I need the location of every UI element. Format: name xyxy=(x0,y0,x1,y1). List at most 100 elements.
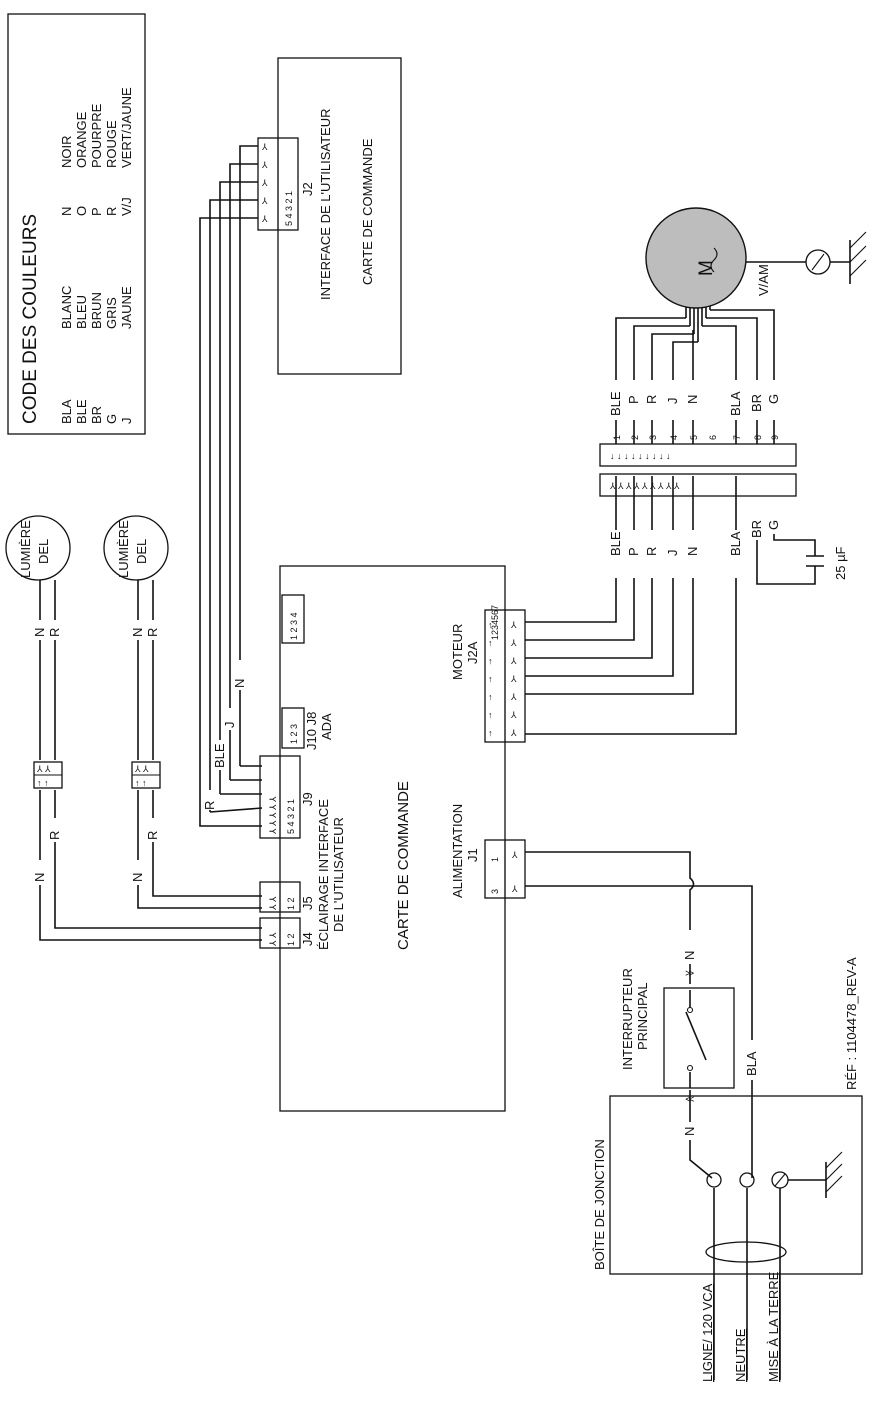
harness-wire-r xyxy=(209,199,258,812)
moteur-label: MOTEUR xyxy=(450,624,465,680)
motor-wire-label-right: N xyxy=(685,395,700,404)
motor-connector-socket xyxy=(599,443,797,467)
ui-board-line-2: CARTE DE COMMANDE xyxy=(360,138,375,285)
light-2-n-top: N xyxy=(130,628,145,637)
junction-box: BOÎTE DE JONCTION LIGNE/ 120 VCA NEUTRE … xyxy=(592,1095,863,1382)
motor-wire-label-left: N xyxy=(685,547,700,556)
control-board: CARTE DE COMMANDE ⅄ ⅄ 1 2 ⅄ ⅄ 1 2 J4 J5 … xyxy=(259,565,526,1112)
motor-pin: 4 xyxy=(669,435,679,440)
light-1-wire-r xyxy=(54,580,262,929)
junction-box-frame xyxy=(609,1095,863,1275)
svg-text:⅄: ⅄ xyxy=(510,728,517,738)
j4j5-caption-1: ÉCLAIRAGE INTERFACE xyxy=(316,799,331,950)
j4j5-caption-2: DE L'UTILISATEUR xyxy=(331,817,346,932)
motor-wire-label-right: J xyxy=(665,398,680,405)
cable-clamp xyxy=(705,1241,787,1263)
light-2-r-bottom: R xyxy=(145,831,160,840)
led-light-1-circle xyxy=(5,515,71,581)
capacitor-label: 25 µF xyxy=(833,546,848,580)
motor-wire-label-left: P xyxy=(626,547,641,556)
ui-board-line-1: INTERFACE DE L'UTILISATEUR xyxy=(318,109,333,301)
motor-pin: 3 xyxy=(648,435,658,440)
j1-label: J1 xyxy=(465,848,480,862)
motor-connector-plug xyxy=(599,473,797,497)
j1-pin-3: 3 xyxy=(490,889,500,894)
harness-label-ble: BLE xyxy=(212,743,227,768)
connector-j8 xyxy=(281,594,305,644)
motor-wire-label-left: J xyxy=(665,550,680,557)
motor-wire-label-left: BLE xyxy=(608,531,623,556)
legend-name2-5: VERT/JAUNE xyxy=(119,87,134,168)
motor-pin: 5 xyxy=(689,435,699,440)
j5-label: J5 xyxy=(300,896,315,910)
connector-j4-pins: 1 2 xyxy=(286,933,296,946)
legend-name-3: BRUN xyxy=(89,292,104,329)
main-switch-lever xyxy=(685,990,707,1088)
harness-label-r: R xyxy=(202,801,217,810)
svg-text:⅄: ⅄ xyxy=(510,620,517,630)
legend-abbr2-3: P xyxy=(89,207,104,216)
motor-ground: V/AM xyxy=(746,231,867,296)
motor-harness: 25 µF BLE P R J N BLA BR G ⅄ ⅄ ⅄ ⅄ ⅄ ⅄ ⅄… xyxy=(525,207,867,735)
light-1-n-bottom: N xyxy=(32,873,47,882)
motor-pin: 9 xyxy=(770,435,780,440)
user-interface-board: INTERFACE DE L'UTILISATEUR CARTE DE COMM… xyxy=(257,57,402,375)
svg-text:⅄: ⅄ xyxy=(510,674,517,684)
light-2-r-top: R xyxy=(145,628,160,637)
svg-text:↑: ↑ xyxy=(488,692,493,702)
motor-wire-label-left: G xyxy=(766,520,781,530)
ui-harness: N J BLE R xyxy=(199,145,263,827)
ui-board-frame xyxy=(277,57,402,375)
svg-text:⅄: ⅄ xyxy=(261,196,268,206)
capacitor: 25 µF xyxy=(800,539,848,585)
light-2-wire-n xyxy=(137,580,262,909)
bla-label: BLA xyxy=(744,1051,759,1076)
svg-text:↑ ↑: ↑ ↑ xyxy=(135,778,147,788)
svg-text:⅄: ⅄ xyxy=(511,850,518,860)
legend-abbr-5: J xyxy=(119,418,134,425)
j10-j8-label: J10 J8 xyxy=(304,712,319,750)
motor-wire-label-left: BR xyxy=(749,520,764,538)
main-switch xyxy=(663,987,735,1089)
svg-text:⅄: ⅄ xyxy=(510,638,517,648)
light-1-n-top: N xyxy=(32,628,47,637)
led-light-2-label-2: DEL xyxy=(134,539,149,564)
connector-j5-pins: 1 2 xyxy=(286,897,296,910)
switch-n-top: N xyxy=(682,951,697,960)
ui-board-j2-label: J2 xyxy=(300,182,315,196)
svg-text:⅄: ⅄ xyxy=(510,710,517,720)
wire-j1-3 xyxy=(525,885,753,1040)
led-light-1-label-2: DEL xyxy=(36,539,51,564)
legend-abbr2-4: R xyxy=(104,207,119,216)
switch-n-bottom: N xyxy=(682,1127,697,1136)
label-line: LIGNE/ 120 VCA xyxy=(700,1283,715,1382)
svg-text:↑: ↑ xyxy=(488,710,493,720)
j2a-label: J2A xyxy=(465,641,480,664)
label-neutral: NEUTRE xyxy=(733,1328,748,1382)
legend-name-1: BLANC xyxy=(59,286,74,329)
j9-label: J9 xyxy=(300,792,315,806)
connector-j8-pins: 1 2 3 4 xyxy=(289,612,299,640)
svg-text:↑: ↑ xyxy=(488,638,493,648)
harness-wire-j xyxy=(229,163,258,780)
svg-text:↑: ↑ xyxy=(488,728,493,738)
svg-text:↑ ↑: ↑ ↑ xyxy=(37,778,49,788)
svg-text:⅄: ⅄ xyxy=(510,692,517,702)
connector-j10 xyxy=(281,707,305,749)
legend-name2-2: ORANGE xyxy=(74,111,89,168)
led-light-1: LUMIÈRE DEL xyxy=(5,515,71,581)
legend-abbr2-1: N xyxy=(59,207,74,216)
terminal-line xyxy=(706,1172,722,1188)
motor-pin: 6 xyxy=(708,435,718,440)
legend-title: CODE DES COULEURS xyxy=(20,214,41,424)
svg-text:⅄: ⅄ xyxy=(261,160,268,170)
reference-label: RÉF : 1104478_REV-A xyxy=(844,957,859,1090)
motor-wire-label-right: G xyxy=(766,394,781,404)
led-light-2-label-1: LUMIÈRE xyxy=(116,520,131,578)
motor-icon: M xyxy=(645,207,747,309)
alimentation-label: ALIMENTATION xyxy=(450,804,465,898)
legend-abbr-1: BLA xyxy=(59,399,74,424)
j4-label: J4 xyxy=(300,932,315,946)
svg-text:⅄: ⅄ xyxy=(261,178,268,188)
